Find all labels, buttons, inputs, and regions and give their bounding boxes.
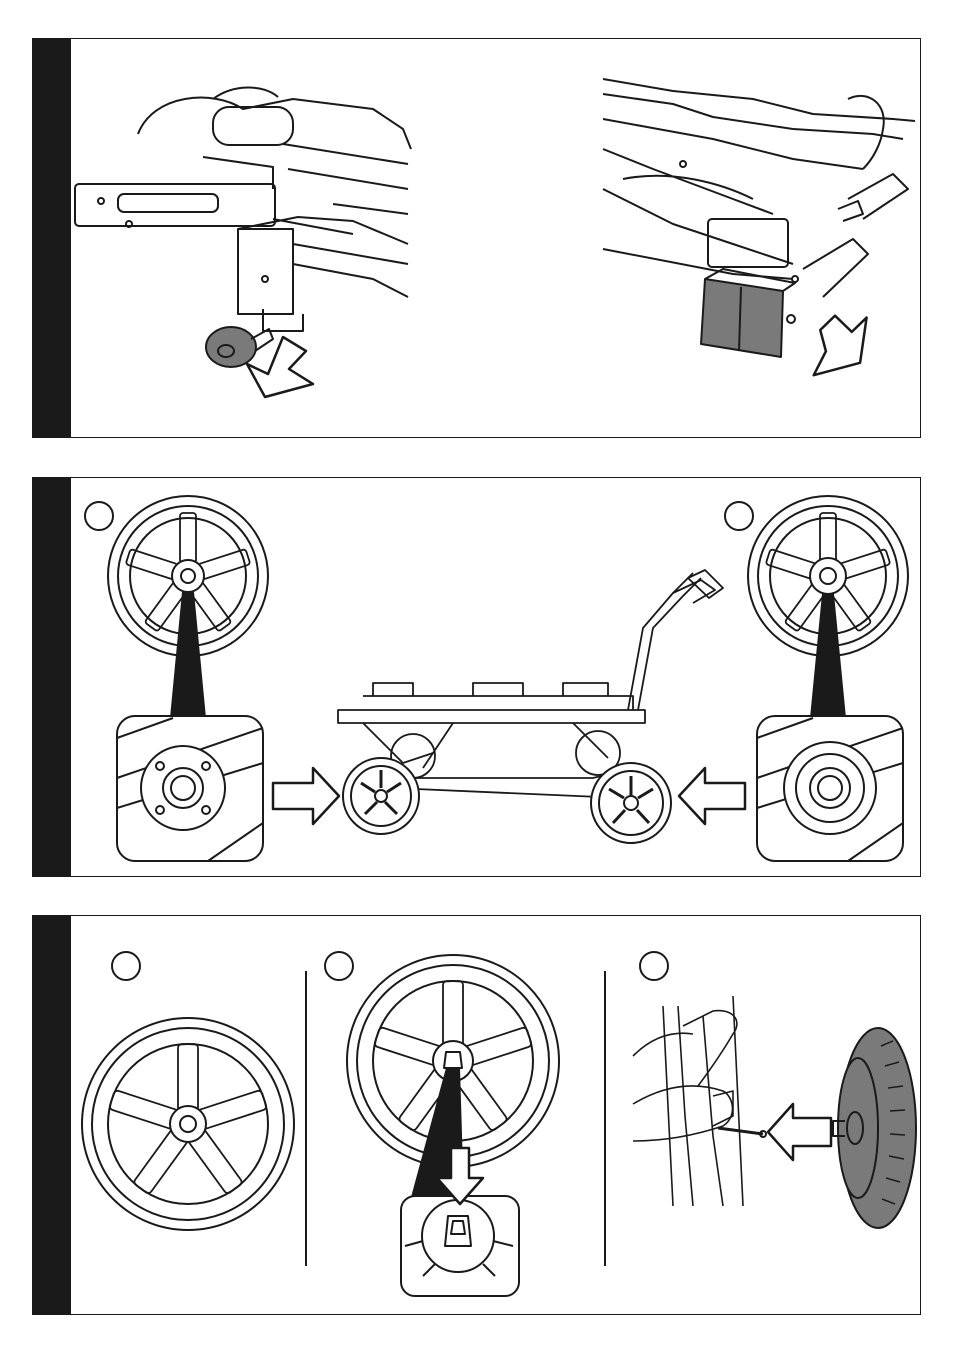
illustration-remove-rear-parts: [33, 39, 922, 439]
zoom-beam: [811, 594, 845, 718]
step-circle-a: [85, 502, 113, 530]
arrow-right-icon: [273, 768, 339, 824]
chassis-rear-wheel: [591, 763, 671, 843]
foot-pad: [701, 269, 795, 357]
folded-frame-left: [75, 87, 411, 331]
step-circle-2: [325, 952, 353, 980]
axle-pin: [718, 1128, 766, 1137]
rear-frame-side-view: [633, 996, 743, 1206]
arrow-down-icon: [800, 308, 877, 375]
illustration-wheel-types: [33, 478, 922, 878]
zoom-detail-bolt-hub: [117, 716, 263, 861]
arrow-left-icon: [679, 768, 745, 824]
illustration-attach-rear-wheel: [33, 916, 922, 1316]
step-circle-b: [725, 502, 753, 530]
panel-attach-rear-wheel: [32, 915, 921, 1315]
brake-knob: [206, 327, 273, 367]
step-circle-1: [112, 952, 140, 980]
zoom-beam: [171, 592, 205, 718]
zoom-detail-release-button: [401, 1196, 519, 1296]
panel-remove-rear-parts: [32, 38, 921, 438]
chassis-front-wheel: [343, 758, 419, 834]
arrow-left-icon: [768, 1104, 831, 1160]
panel-wheel-types: [32, 477, 921, 877]
step-circle-3: [640, 952, 668, 980]
zoom-detail-gear-hub: [757, 716, 903, 861]
wheel-front-view: [82, 1018, 294, 1230]
rear-wheel-side-view: [833, 1028, 916, 1228]
